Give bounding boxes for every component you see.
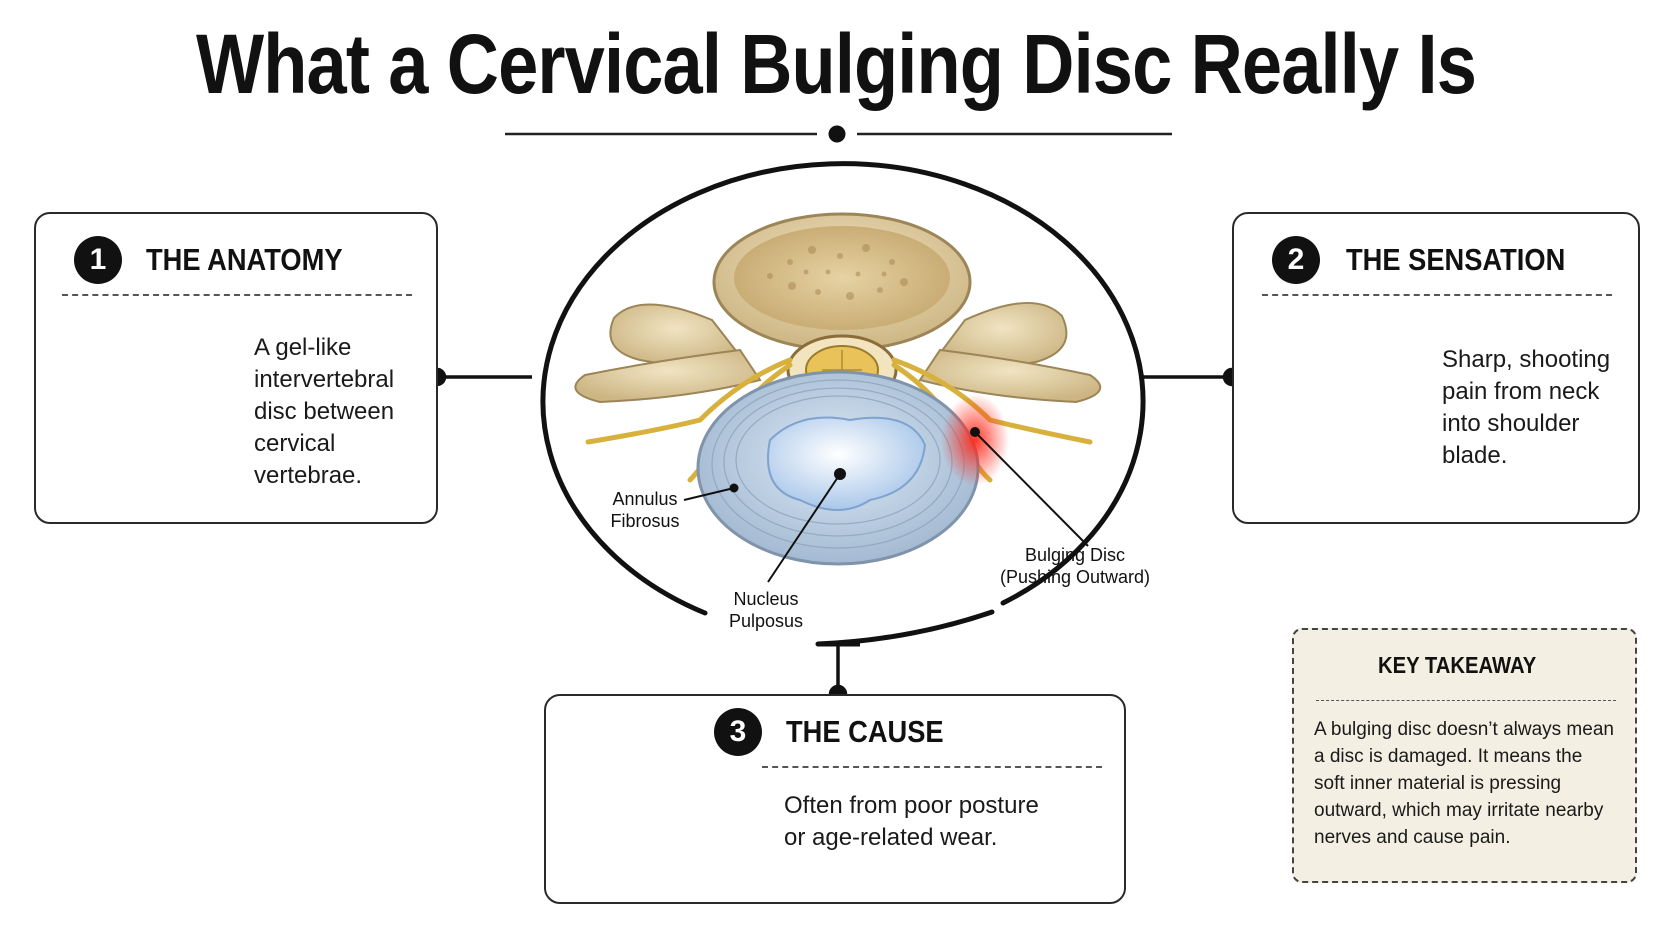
page-title: What a Cervical Bulging Disc Really Is	[195, 17, 1477, 111]
nucleus-pulposus-label: Nucleus Pulposus	[728, 589, 804, 631]
sensation-divider	[1262, 294, 1612, 296]
key-takeaway-divider	[1316, 700, 1616, 701]
key-takeaway-text: A bulging disc doesn’t always mean a dis…	[1314, 719, 1614, 848]
anatomy-card: 1 THE ANATOMY A gel-like intervertebral …	[34, 212, 438, 524]
cause-step-badge: 3	[714, 708, 762, 756]
anatomy-step-badge: 1	[74, 236, 122, 284]
key-takeaway-box: KEY TAKEAWAY A bulging disc doesn’t alwa…	[1292, 628, 1637, 883]
title-divider	[505, 125, 1172, 143]
sensation-title: THE SENSATION	[1346, 242, 1566, 277]
cause-description: Often from poor posture or age-related w…	[784, 792, 1039, 851]
anatomy-description: A gel-like intervertebral disc between c…	[254, 334, 395, 489]
cause-divider	[762, 766, 1102, 768]
anatomy-divider	[62, 294, 412, 296]
cause-title: THE CAUSE	[786, 714, 944, 749]
bulging-disc-label: Bulging Disc (Pushing Outward)	[999, 545, 1151, 587]
vertebra-illustration	[574, 212, 1102, 566]
cause-card: 3 THE CAUSE Often from poor posture or a…	[544, 694, 1126, 904]
anatomy-title: THE ANATOMY	[146, 242, 343, 277]
annulus-fibrosus-label: Annulus Fibrosus	[610, 489, 680, 531]
callout-leaders	[683, 427, 1089, 583]
sensation-step-badge: 2	[1272, 236, 1320, 284]
sensation-description: Sharp, shooting pain from neck into shou…	[1442, 346, 1611, 469]
key-takeaway-title: KEY TAKEAWAY	[1378, 652, 1537, 678]
sensation-card: 2 THE SENSATION Sharp, shooting pain fro…	[1232, 212, 1640, 524]
